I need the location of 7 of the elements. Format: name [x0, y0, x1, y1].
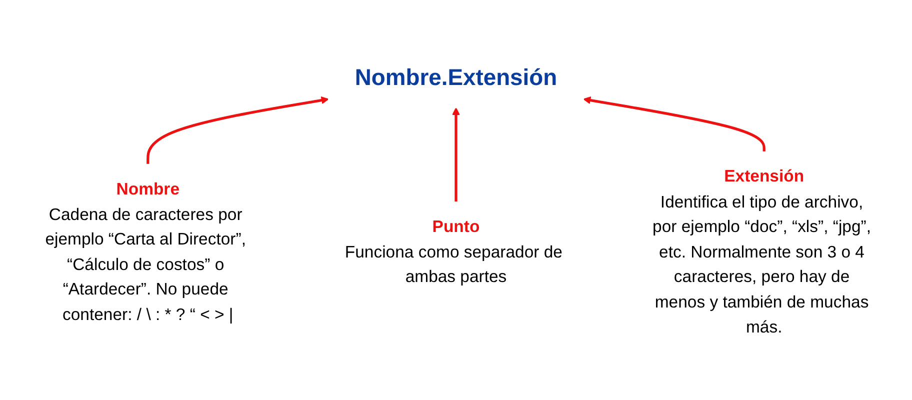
node-text: Punto Funciona como separador de ambas partes [344, 217, 562, 286]
node-text: Extensión Identifica el tipo de archivo, por ejemplo “doc”, “xls”, “jpg”, etc. Normalmente son 3 o 4 caracteres, pero hay de menos y también de muchas más. [652, 167, 871, 336]
arrow [146, 96, 329, 164]
node-text: Nombre Cadena de caracteres por ejemplo “Carta al Director”, “Cálculo de costos” o “Atardecer”. No puede contener: / \ : * ? “ < > | [45, 180, 246, 324]
arrow [452, 107, 460, 202]
node-text: Nombre.Extensión [354, 63, 558, 90]
arrow [583, 96, 766, 152]
